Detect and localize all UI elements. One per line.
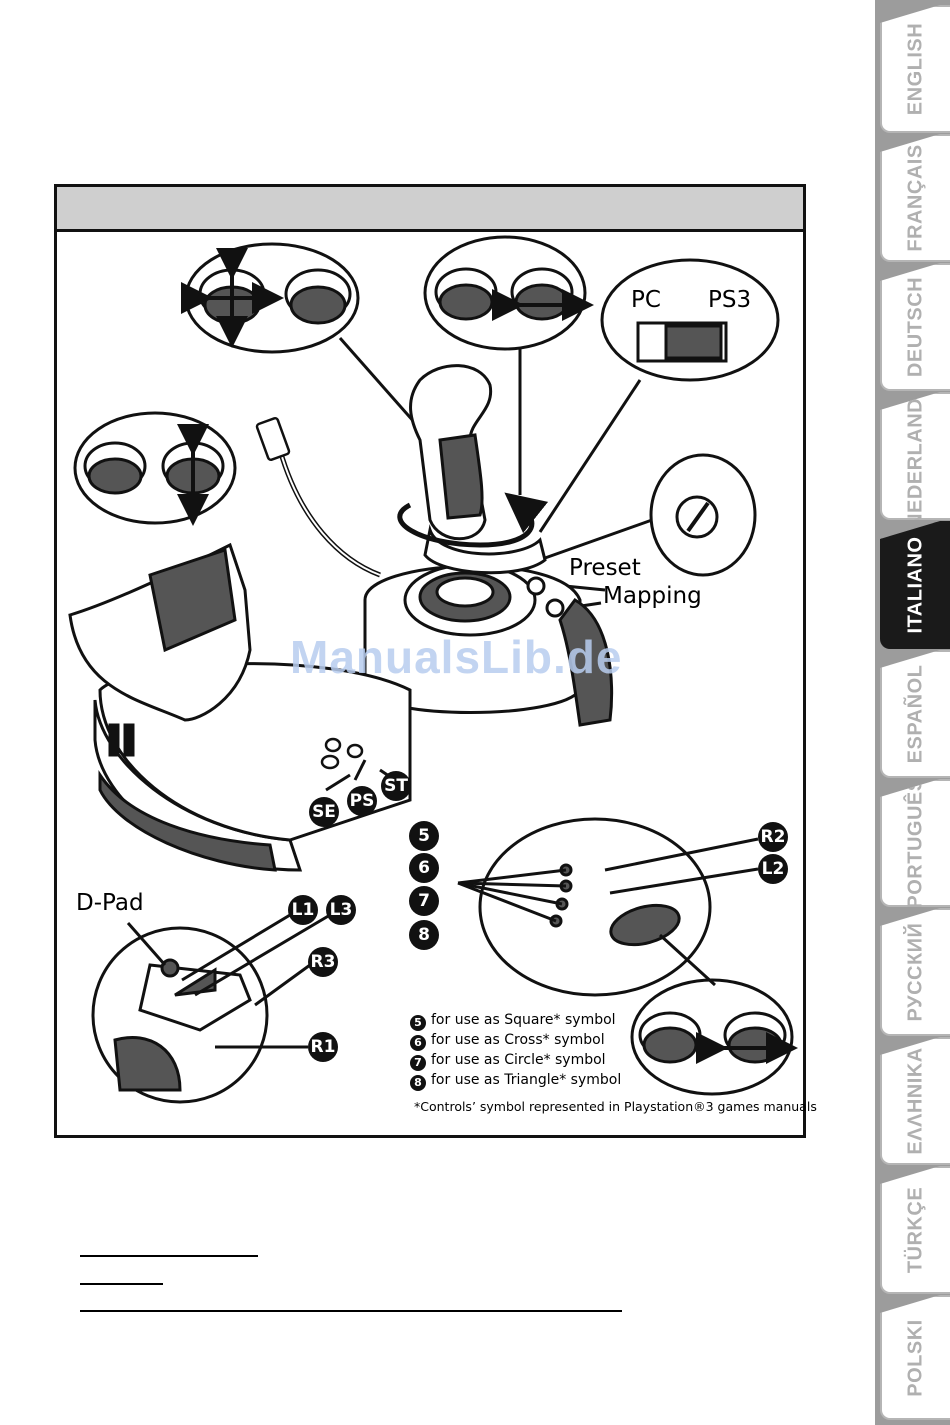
- badge-7: 7: [409, 886, 439, 916]
- tab-deutsch[interactable]: DEUTSCH: [880, 263, 950, 391]
- tab-italiano[interactable]: ITALIANO: [880, 521, 950, 649]
- note-number: 6: [410, 1035, 426, 1051]
- rule-1: [80, 1255, 258, 1257]
- callout-pc-ps3-switch: [600, 258, 780, 382]
- note-number: 5: [410, 1015, 426, 1031]
- tab-label: PORTUGUÊS: [904, 777, 927, 909]
- badge-r1: R1: [308, 1032, 338, 1062]
- callout-rudder: [630, 978, 794, 1096]
- badge-se: SE: [309, 797, 339, 827]
- badge-l3: L3: [326, 895, 356, 925]
- language-tabs: ENGLISH FRANÇAIS DEUTSCH NEDERLANDS ITAL…: [875, 0, 950, 1425]
- badge-6: 6: [409, 853, 439, 883]
- callout-right-stick-y: [73, 411, 237, 525]
- tab-english[interactable]: ENGLISH: [880, 5, 950, 133]
- tab-label: РУССКИЙ: [904, 922, 927, 1022]
- ps3-label: PS3: [708, 287, 752, 313]
- tab-label: POLSKI: [904, 1318, 927, 1397]
- note-circle: 7 for use as Circle* symbol: [410, 1052, 606, 1071]
- badge-l1: L1: [288, 895, 318, 925]
- tab-label: TÜRKÇE: [904, 1186, 927, 1274]
- mapping-label: Mapping: [603, 583, 702, 609]
- badge-ps: PS: [347, 786, 377, 816]
- callout-twist-axis: [423, 235, 587, 351]
- pc-label: PC: [631, 287, 661, 313]
- note-text: for use as Square* symbol: [431, 1012, 616, 1028]
- note-number: 7: [410, 1055, 426, 1071]
- throttle-unit: [68, 542, 412, 872]
- tab-polski[interactable]: POLSKI: [880, 1295, 950, 1420]
- tab-greek[interactable]: ΕΛΛΗΝΙΚΑ: [880, 1037, 950, 1165]
- note-text: for use as Triangle* symbol: [431, 1072, 622, 1088]
- note-square: 5 for use as Square* symbol: [410, 1012, 616, 1031]
- watermark: ManualsLib.de: [290, 631, 623, 683]
- rule-2: [80, 1283, 163, 1285]
- tab-nederlands[interactable]: NEDERLANDS: [880, 392, 950, 520]
- footnote: *Controls’ symbol represented in Playsta…: [414, 1099, 817, 1114]
- tab-label: ENGLISH: [904, 22, 927, 116]
- joystick-handle: [409, 364, 547, 575]
- badge-st: ST: [381, 771, 411, 801]
- badge-r2: R2: [758, 822, 788, 852]
- tab-label: ESPAÑOL: [904, 664, 927, 764]
- tab-label: NEDERLANDS: [904, 384, 927, 528]
- tab-francais[interactable]: FRANÇAIS: [880, 134, 950, 262]
- tab-label: ΕΛΛΗΝΙΚΑ: [904, 1047, 927, 1155]
- tab-label: DEUTSCH: [904, 276, 927, 378]
- tab-label: FRANÇAIS: [904, 144, 927, 252]
- figure-header-bar: [57, 187, 803, 232]
- badge-r3: R3: [308, 947, 338, 977]
- note-cross: 6 for use as Cross* symbol: [410, 1032, 605, 1051]
- tab-russian[interactable]: РУССКИЙ: [880, 908, 950, 1036]
- badge-8: 8: [409, 920, 439, 950]
- dpad-label: D-Pad: [76, 890, 144, 916]
- callout-handle-buttons: [478, 817, 712, 997]
- rule-3: [80, 1310, 622, 1312]
- note-number: 8: [410, 1075, 426, 1091]
- preset-label: Preset: [569, 555, 641, 581]
- badge-5: 5: [409, 821, 439, 851]
- tab-turkce[interactable]: TÜRKÇE: [880, 1166, 950, 1294]
- callout-preset-knob: [649, 453, 757, 577]
- callout-throttle-head: [91, 926, 269, 1104]
- note-text: for use as Cross* symbol: [431, 1032, 605, 1048]
- badge-l2: L2: [758, 854, 788, 884]
- joystick-base: [363, 563, 614, 727]
- tab-espanol[interactable]: ESPAÑOL: [880, 650, 950, 778]
- tab-portugues[interactable]: PORTUGUÊS: [880, 779, 950, 907]
- note-triangle: 8 for use as Triangle* symbol: [410, 1072, 621, 1091]
- tab-label: ITALIANO: [904, 536, 927, 634]
- note-text: for use as Circle* symbol: [431, 1052, 606, 1068]
